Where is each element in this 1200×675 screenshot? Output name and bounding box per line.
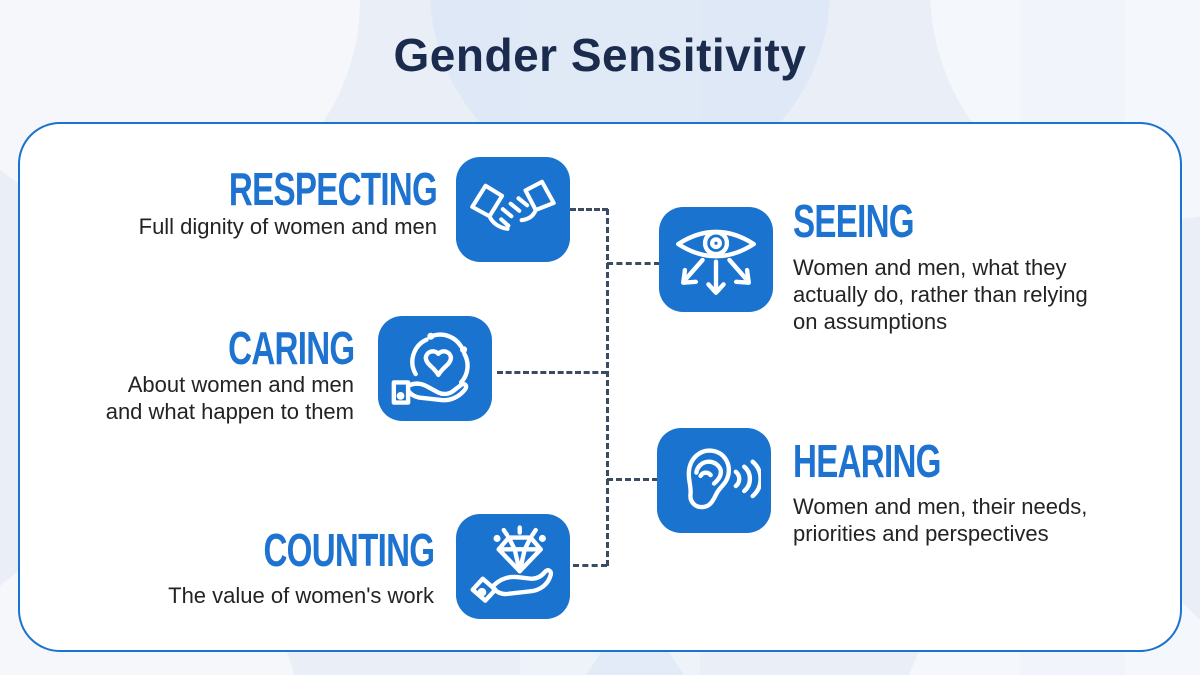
connector-seeing-line [607, 262, 660, 265]
handshake-icon [470, 179, 556, 231]
page-title: Gender Sensitivity [393, 29, 807, 81]
respecting-tile [456, 157, 570, 262]
hand-diamond-icon [470, 524, 554, 603]
hearing-tile [657, 428, 771, 533]
counting-heading: COUNTING [263, 524, 435, 576]
hearing-description: Women and men, their needs, priorities a… [793, 494, 1088, 546]
respecting-description: Full dignity of women and men [138, 214, 437, 239]
connector-respecting-line [570, 208, 608, 211]
ear-soundwaves-icon [686, 447, 761, 509]
eye-arrows-icon [676, 229, 756, 295]
seeing-description: Women and men, what they actually do, ra… [793, 255, 1088, 334]
connector-hearing-line [607, 478, 658, 481]
caring-tile [378, 316, 492, 421]
counting-description: The value of women's work [168, 583, 434, 608]
connector-caring-line [497, 371, 607, 374]
connector-counting-line [573, 564, 607, 567]
seeing-tile [659, 207, 773, 312]
connector-vertical-line [606, 209, 609, 566]
counting-tile [456, 514, 570, 619]
seeing-heading: SEEING [793, 195, 915, 247]
respecting-heading: RESPECTING [228, 163, 438, 215]
caring-description: About women and men and what happen to t… [105, 372, 354, 424]
hand-heart-icon [391, 332, 470, 405]
caring-heading: CARING [227, 322, 355, 374]
hearing-heading: HEARING [793, 435, 941, 487]
